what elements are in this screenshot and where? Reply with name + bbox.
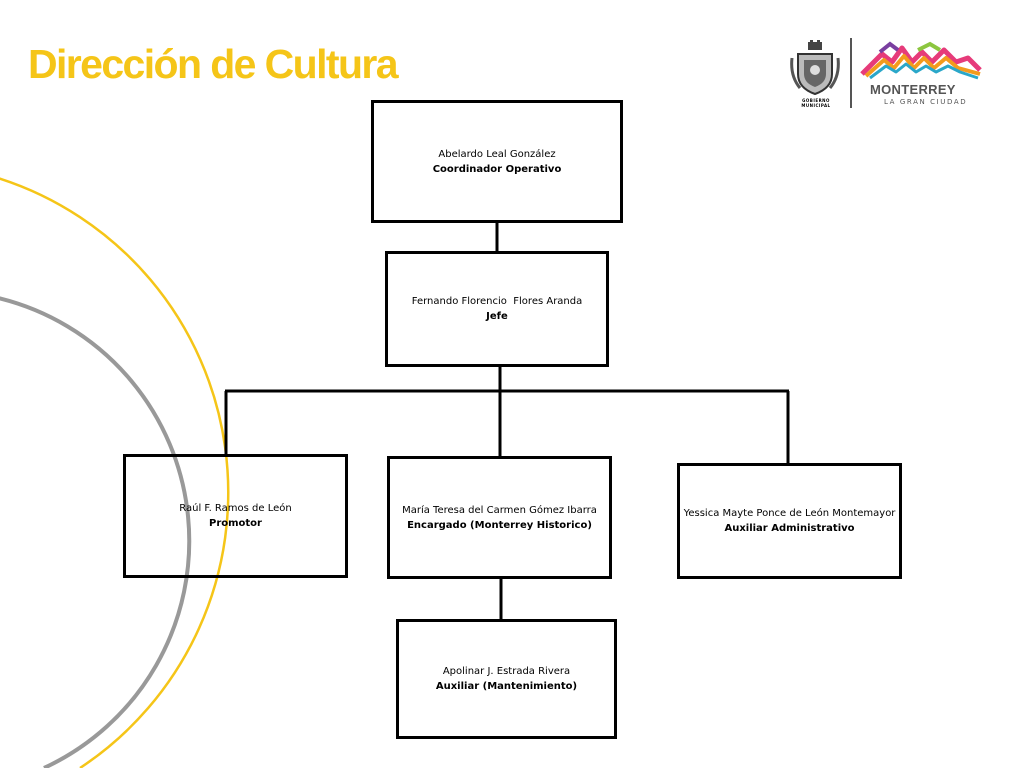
city-tagline: LA GRAN CIUDAD	[884, 98, 968, 106]
node-name: Raúl F. Ramos de León	[179, 503, 292, 514]
node-name: Yessica Mayte Ponce de León Montemayor	[683, 508, 896, 519]
gov-label: GOBIERNO MUNICIPAL	[801, 98, 831, 108]
node-role: Auxiliar (Mantenimiento)	[435, 681, 578, 692]
node-name: Apolinar J. Estrada Rivera	[442, 666, 571, 677]
node-name: María Teresa del Carmen Gómez Ibarra	[402, 504, 597, 516]
node-name: Fernando Florencio Flores Aranda	[411, 296, 583, 307]
coat-of-arms-icon	[790, 40, 840, 96]
monterrey-city-logo-icon	[860, 41, 982, 80]
monterrey-logo: GOBIERNO MUNICIPAL MONTERREY LA GRAN CIU…	[788, 36, 988, 112]
city-name: MONTERREY	[870, 82, 956, 97]
org-node-auxiliar-admin: Yessica Mayte Ponce de León Montemayor A…	[677, 463, 902, 579]
node-role: Coordinador Operativo	[432, 163, 562, 175]
node-role: Promotor	[208, 518, 262, 529]
node-role: Encargado (Monterrey Historico)	[407, 519, 592, 531]
page-title: Dirección de Cultura	[28, 41, 399, 87]
org-node-auxiliar-mant: Apolinar J. Estrada Rivera Auxiliar (Man…	[396, 619, 617, 739]
org-node-encargado: María Teresa del Carmen Gómez Ibarra Enc…	[387, 456, 612, 579]
org-node-jefe: Fernando Florencio Flores Aranda Jefe	[385, 251, 609, 367]
org-node-coordinador: Abelardo Leal González Coordinador Opera…	[371, 100, 623, 223]
node-role: Auxiliar Administrativo	[724, 523, 855, 534]
org-node-promotor: Raúl F. Ramos de León Promotor	[123, 454, 348, 578]
gray-arc	[0, 296, 192, 768]
logo-separator	[850, 38, 852, 108]
node-name: Abelardo Leal González	[438, 148, 556, 160]
node-role: Jefe	[486, 311, 508, 322]
